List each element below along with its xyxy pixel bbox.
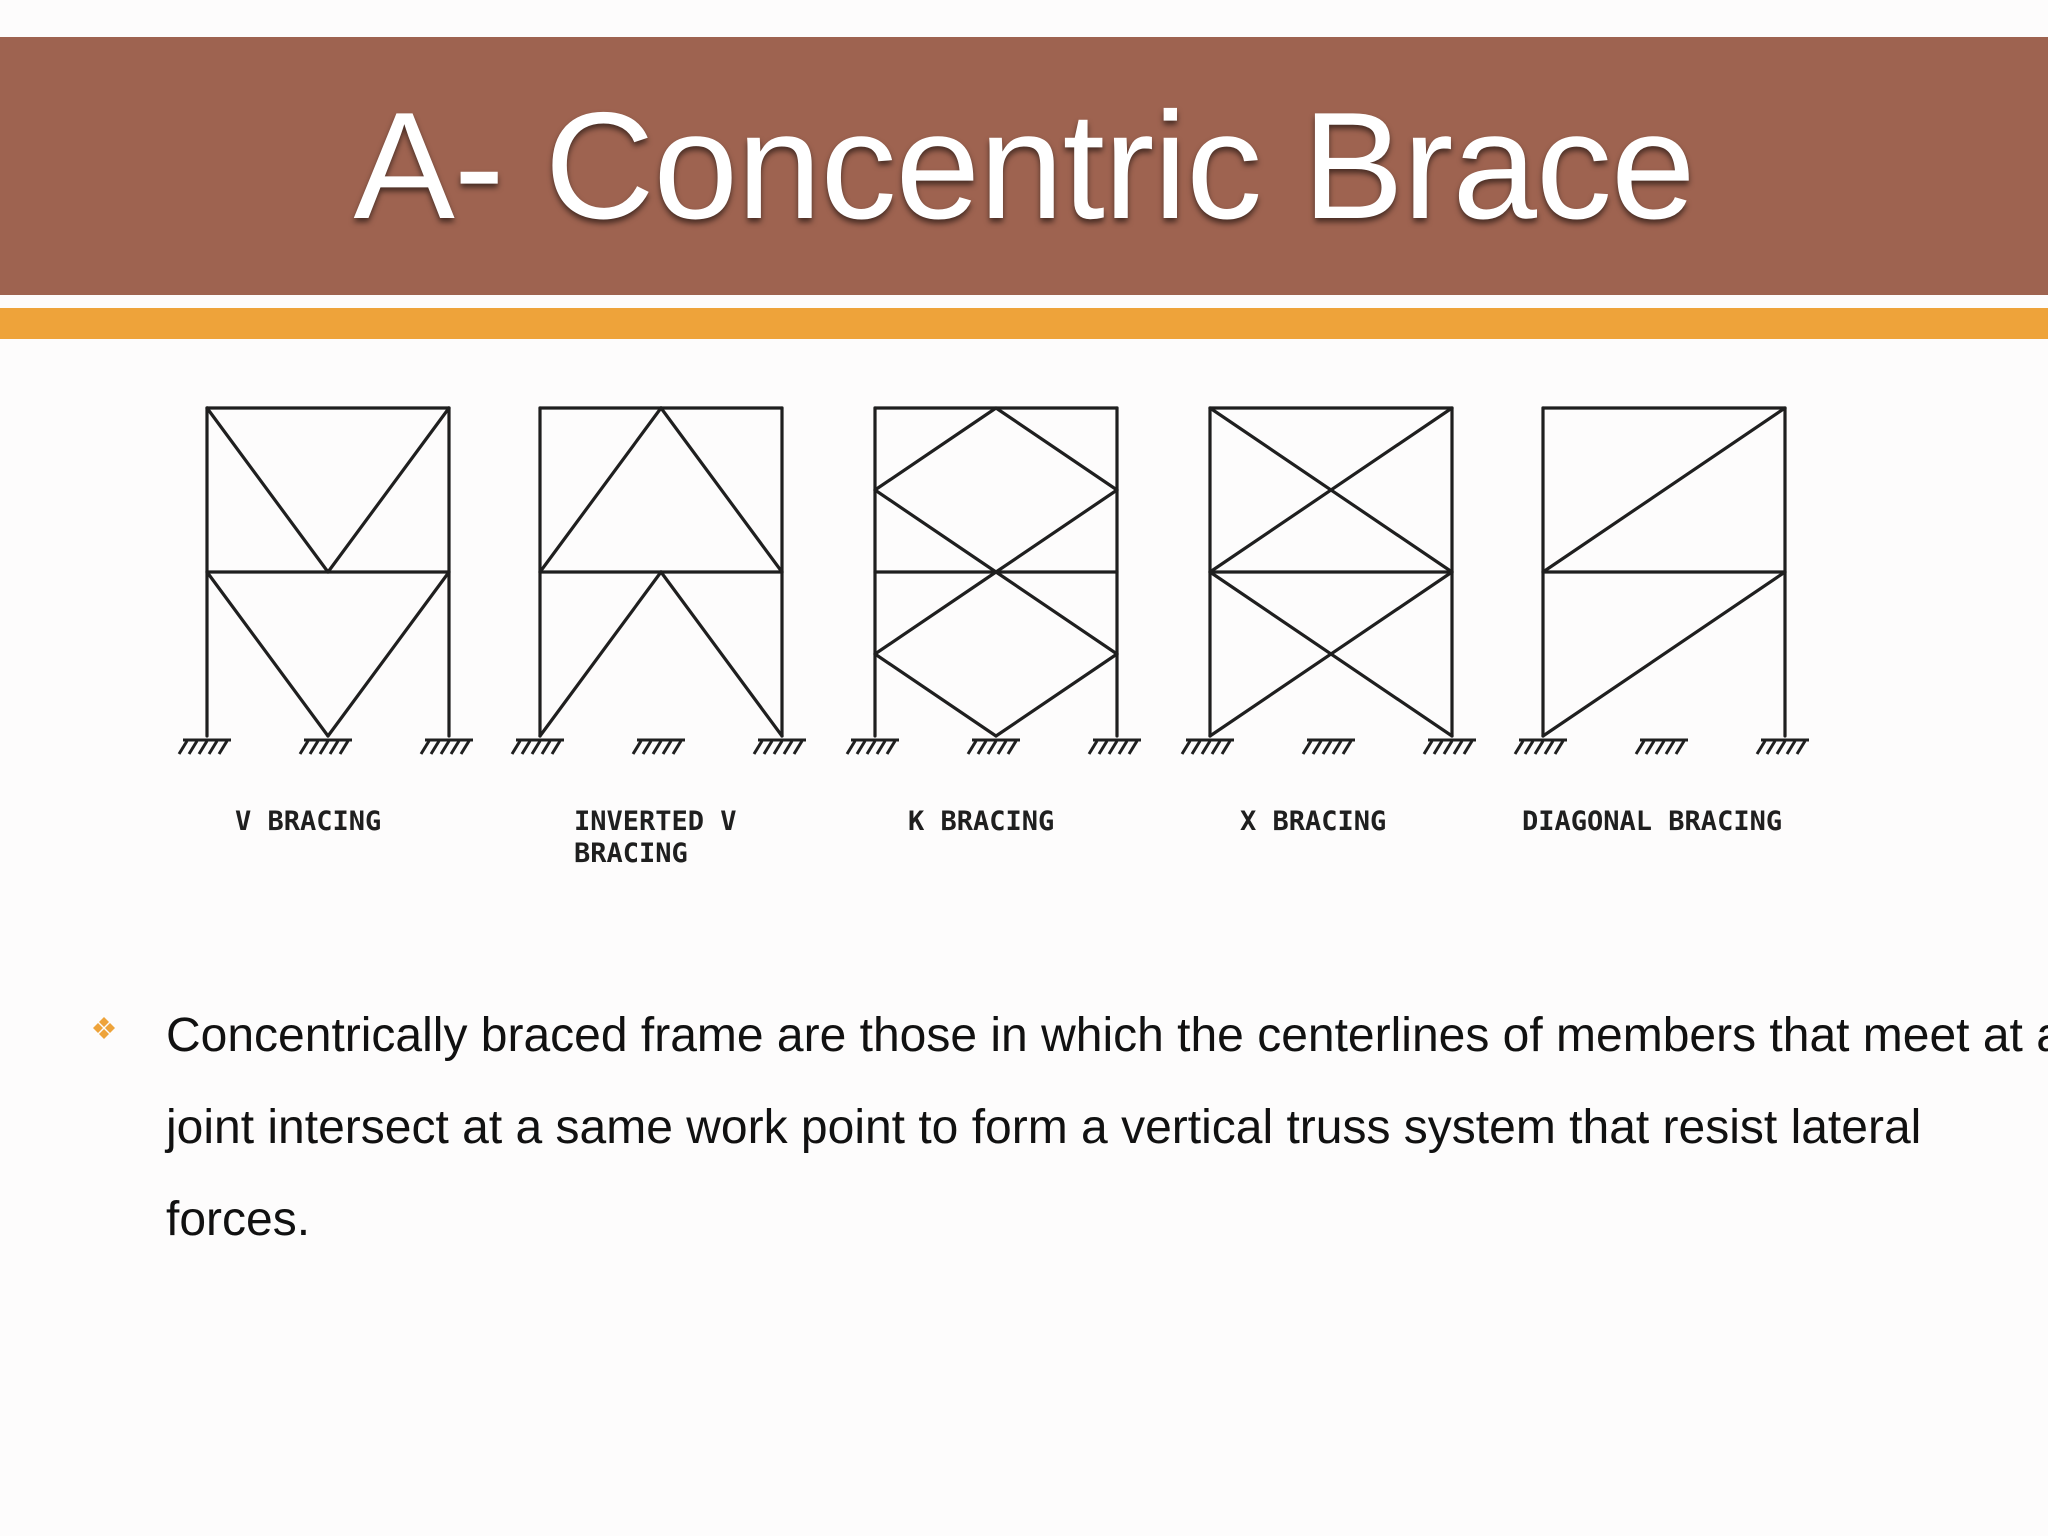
frame-2-label-line-1: INVERTED V <box>574 806 737 837</box>
frame-4-brace <box>1208 570 1454 738</box>
frame-2-brace <box>659 570 784 738</box>
frame-3-brace <box>873 406 998 492</box>
frame-4-support-left <box>1180 738 1234 755</box>
frame-4-label-line-1: X BRACING <box>1240 806 1386 837</box>
frame-2-label-line-2: BRACING <box>574 838 688 869</box>
frame-1-brace <box>326 406 451 574</box>
frame-2-support-left <box>510 738 564 755</box>
frame-2-support-right <box>752 738 806 755</box>
frame-3-brace <box>994 652 1119 738</box>
frame-4-support-center <box>1301 738 1355 755</box>
frame-5-support-right <box>1755 738 1809 755</box>
frame-2-brace <box>538 570 663 738</box>
slide-title: A- Concentric Brace <box>353 81 1695 251</box>
frame-2-brace <box>659 406 784 574</box>
frame-3-brace <box>994 570 1119 656</box>
frame-3-brace <box>873 570 998 656</box>
frame-1-support-center <box>298 738 352 755</box>
frame-5-label-line-1: DIAGONAL BRACING <box>1522 806 1782 837</box>
frame-4-support-right <box>1422 738 1476 755</box>
bullet-text: Concentrically braced frame are those in… <box>166 1009 2048 1246</box>
frame-2-support-center <box>631 738 685 755</box>
frame-5-support-center <box>1634 738 1688 755</box>
frame-3-brace <box>873 488 998 574</box>
frame-1-brace <box>205 570 330 738</box>
frame-3-brace <box>994 406 1119 492</box>
frame-1-label-line-1: V BRACING <box>235 806 381 837</box>
frame-5-support-left <box>1513 738 1567 755</box>
frame-1-brace <box>326 570 451 738</box>
frame-3-label-line-1: K BRACING <box>908 806 1054 837</box>
diamond-bullet-icon <box>93 1017 115 1039</box>
frame-4-brace <box>1208 406 1454 574</box>
frame-1-support-right <box>419 738 473 755</box>
accent-bar <box>0 308 2048 339</box>
frame-2-brace <box>538 406 663 574</box>
frame-3-brace <box>873 652 998 738</box>
frame-3-brace <box>994 488 1119 574</box>
frame-1-support-left <box>177 738 231 755</box>
frame-3-support-right <box>1087 738 1141 755</box>
frame-5-brace <box>1541 570 1787 738</box>
frame-3-support-center <box>966 738 1020 755</box>
frame-5-brace <box>1541 406 1787 574</box>
title-band: A- Concentric Brace <box>0 37 2048 295</box>
frame-1-brace <box>205 406 330 574</box>
frame-3-support-left <box>845 738 899 755</box>
